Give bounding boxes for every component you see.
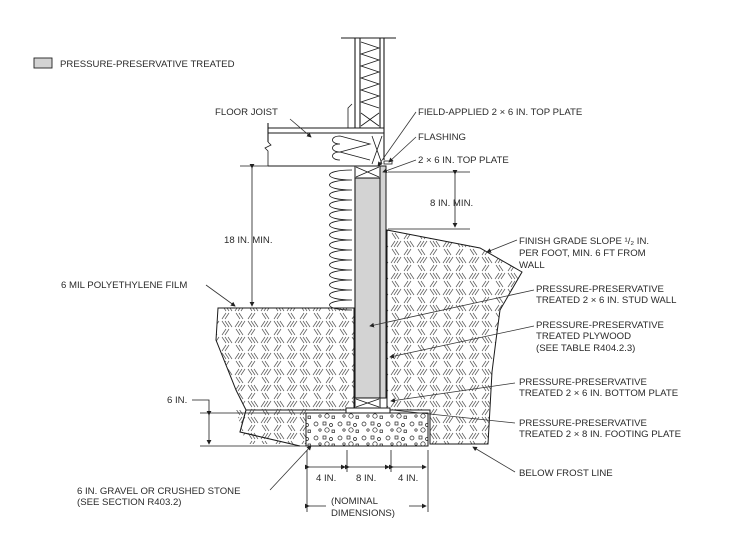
label-18in-min: 18 IN. MIN. xyxy=(224,235,273,246)
label-bottom-plate-1: PRESSURE-PRESERVATIVE xyxy=(519,377,647,388)
label-flashing: FLASHING xyxy=(418,132,466,143)
label-nominal-2: DIMENSIONS) xyxy=(331,508,395,519)
label-dim-left: 4 IN. xyxy=(316,473,336,484)
floor-joist xyxy=(264,123,384,167)
flashing xyxy=(383,160,393,165)
dimension-footing-widths xyxy=(305,450,429,512)
dimension-18in xyxy=(240,164,268,307)
label-footing-plate-2: TREATED 2 × 8 IN. FOOTING PLATE xyxy=(519,429,681,440)
label-plywood-1: PRESSURE-PRESERVATIVE xyxy=(536,320,664,331)
label-gravel-1: 6 IN. GRAVEL OR CRUSHED STONE xyxy=(77,486,240,497)
label-poly-film: 6 MIL POLYETHYLENE FILM xyxy=(61,280,187,291)
legend-label: PRESSURE-PRESERVATIVE TREATED xyxy=(60,59,235,70)
label-footing-plate-1: PRESSURE-PRESERVATIVE xyxy=(519,418,647,429)
label-dim-mid: 8 IN. xyxy=(356,473,376,484)
legend-swatch xyxy=(33,57,53,69)
label-stud-wall-1: PRESSURE-PRESERVATIVE xyxy=(536,284,664,295)
leader-lines xyxy=(205,111,535,491)
label-field-applied-top-plate: FIELD-APPLIED 2 × 6 IN. TOP PLATE xyxy=(418,107,582,118)
label-top-plate: 2 × 6 IN. TOP PLATE xyxy=(418,155,509,166)
dimension-6in xyxy=(192,399,306,447)
label-bottom-plate-2: TREATED 2 × 6 IN. BOTTOM PLATE xyxy=(519,388,678,399)
label-dim-right: 4 IN. xyxy=(398,473,418,484)
treated-stud-wall xyxy=(354,177,381,399)
label-8in-min: 8 IN. MIN. xyxy=(430,198,473,209)
label-plywood-3: (SEE TABLE R404.2.3) xyxy=(536,343,635,354)
dimension-8in xyxy=(388,170,470,230)
label-finish-grade-2: PER FOOT, MIN. 6 FT FROM xyxy=(519,248,646,259)
label-floor-joist: FLOOR JOIST xyxy=(215,107,278,118)
label-plywood-2: TREATED PLYWOOD xyxy=(536,331,631,342)
label-stud-wall-2: TREATED 2 × 6 IN. STUD WALL xyxy=(536,295,677,306)
treated-plywood xyxy=(379,165,387,399)
label-finish-grade-1: FINISH GRADE SLOPE ¹/₂ IN. xyxy=(519,236,649,247)
upper-wall xyxy=(341,37,396,160)
label-6in: 6 IN. xyxy=(167,395,187,406)
gravel-footing xyxy=(305,412,429,447)
wall-insulation-icon xyxy=(359,41,381,109)
exterior-backfill-soil xyxy=(386,229,523,445)
basement-insulation-icon xyxy=(329,169,353,311)
interior-fill-soil xyxy=(215,307,355,411)
label-finish-grade-3: WALL xyxy=(519,260,545,271)
label-frost-line: BELOW FROST LINE xyxy=(519,468,613,479)
footing-plate xyxy=(345,407,391,414)
label-nominal-1: (NOMINAL xyxy=(331,496,379,507)
label-gravel-2: (SEE SECTION R403.2) xyxy=(77,497,182,508)
